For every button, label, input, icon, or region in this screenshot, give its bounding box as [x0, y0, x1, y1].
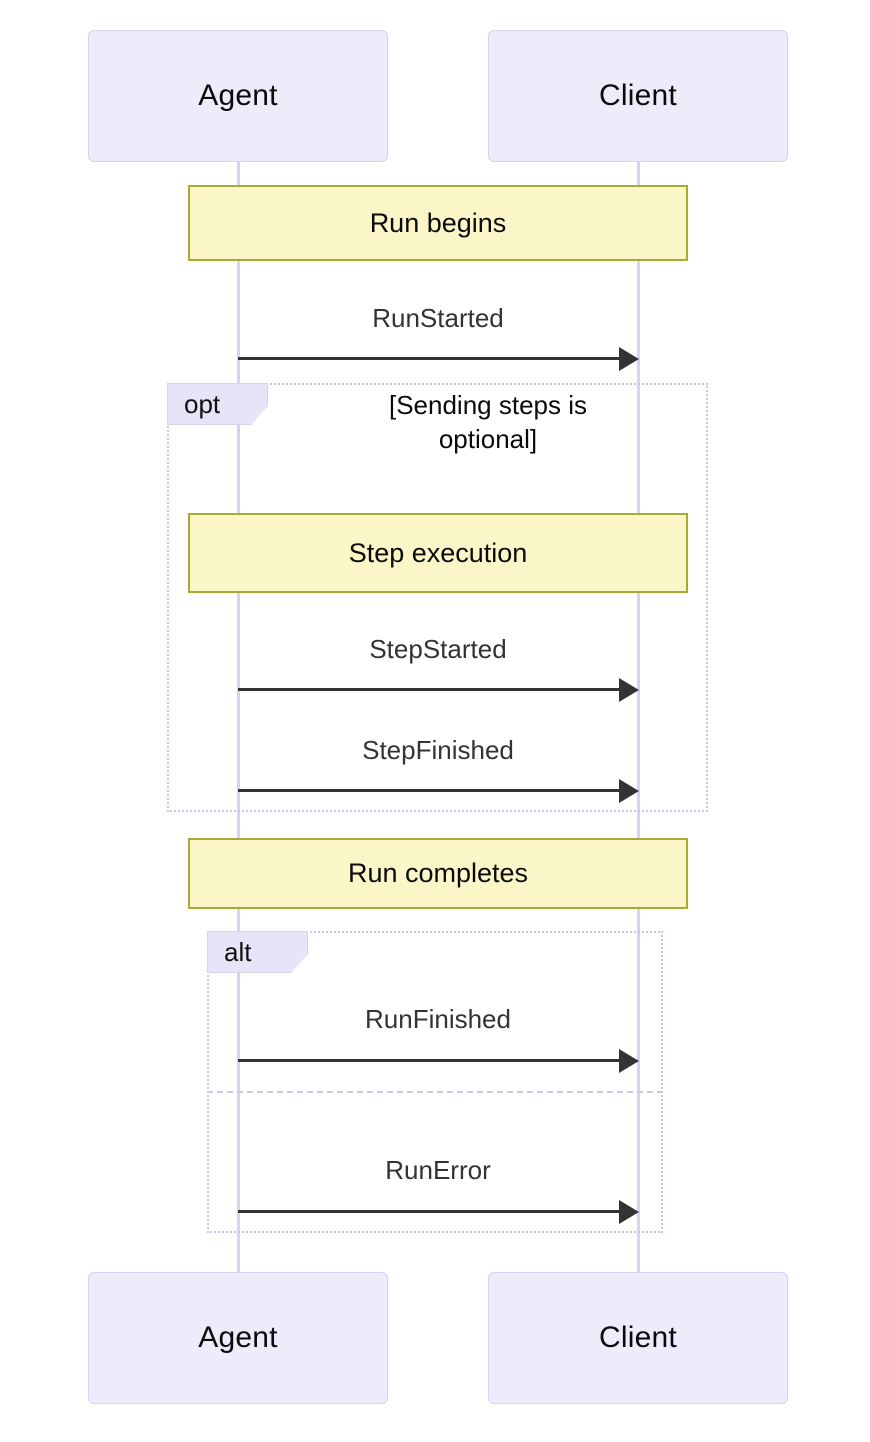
participant-agent-top-label: Agent [198, 79, 278, 112]
fragment-opt [167, 383, 708, 812]
participant-client-top[interactable]: Client [488, 30, 788, 162]
message-run-started-label: RunStarted [372, 303, 504, 333]
note-run-begins[interactable]: Run begins [188, 185, 688, 261]
message-run-started-arrowhead [619, 347, 639, 371]
participant-client-bottom-label: Client [599, 1321, 677, 1354]
message-step-finished-line [238, 789, 620, 792]
fragment-opt-tag-label: opt [184, 388, 221, 419]
fragment-opt-tag[interactable]: opt [167, 383, 268, 425]
note-step-execution-label: Step execution [348, 537, 528, 568]
message-run-started-line [238, 357, 620, 360]
message-step-started-arrowhead [619, 678, 639, 702]
participant-client-top-label: Client [599, 79, 677, 112]
message-step-finished-label: StepFinished [362, 735, 514, 765]
fragment-alt-tag[interactable]: alt [207, 931, 308, 973]
fragment-alt-tag-label: alt [224, 936, 252, 967]
message-run-error-label: RunError [385, 1155, 491, 1185]
note-step-execution[interactable]: Step execution [188, 513, 688, 593]
message-run-finished-label: RunFinished [365, 1004, 511, 1034]
participant-agent-bottom[interactable]: Agent [88, 1272, 388, 1404]
participant-agent-top[interactable]: Agent [88, 30, 388, 162]
message-run-error-line [238, 1210, 620, 1213]
lifeline-client [637, 162, 640, 1272]
message-step-started-label: StepStarted [369, 634, 507, 664]
message-run-error-arrowhead [619, 1200, 639, 1224]
message-run-finished-line [238, 1059, 620, 1062]
lifeline-agent [237, 162, 240, 1272]
fragment-alt [207, 931, 663, 1233]
participant-agent-bottom-label: Agent [198, 1321, 278, 1354]
note-run-completes[interactable]: Run completes [188, 838, 688, 909]
fragment-alt-divider [207, 1091, 663, 1093]
message-step-started-line [238, 688, 620, 691]
note-run-completes-label: Run completes [347, 858, 529, 888]
message-run-finished-arrowhead [619, 1049, 639, 1073]
note-run-begins-label: Run begins [369, 207, 507, 238]
message-step-finished-arrowhead [619, 779, 639, 803]
participant-client-bottom[interactable]: Client [488, 1272, 788, 1404]
fragment-opt-condition: [Sending steps is optional] [388, 390, 587, 455]
